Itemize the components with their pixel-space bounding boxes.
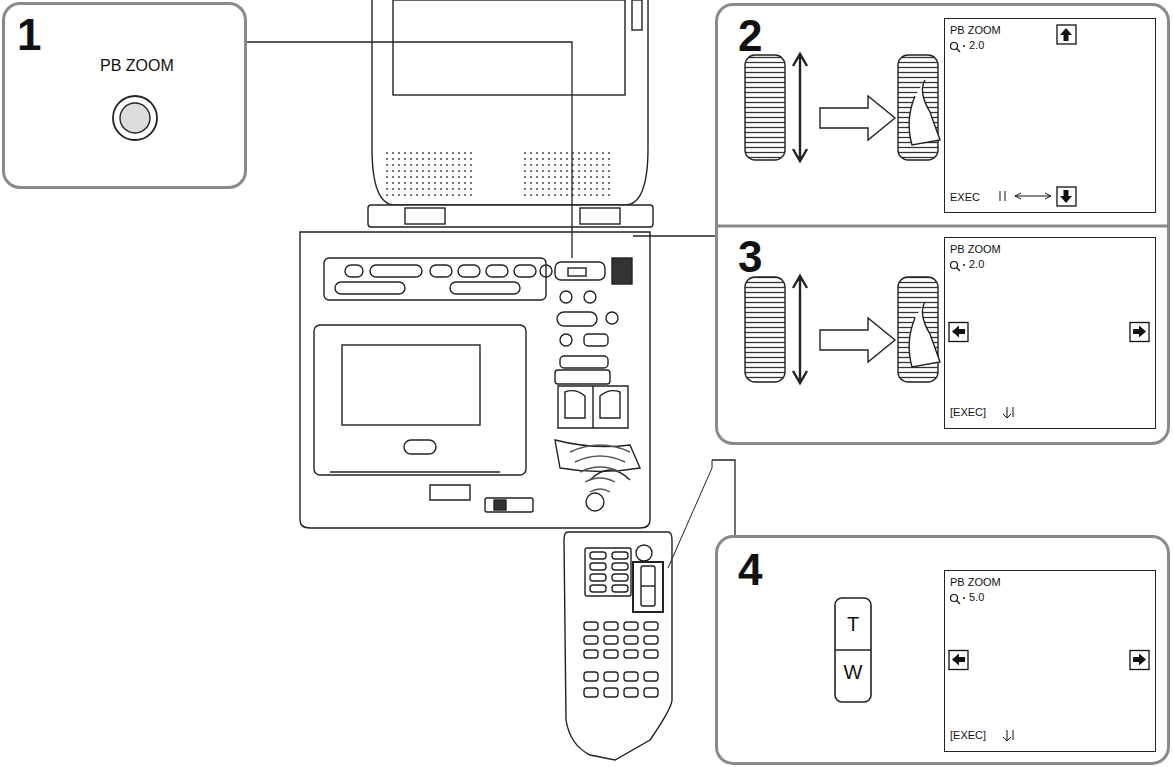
step-number: 1: [17, 11, 41, 59]
zoom-value: 2.0: [969, 39, 984, 51]
screen-text: PB ZOOM: [950, 24, 1001, 36]
zoom-value: 2.0: [969, 258, 984, 270]
screen-text: PB ZOOM: [950, 576, 1001, 588]
step-number: 4: [738, 546, 762, 594]
screen-text: [EXEC]: [950, 729, 986, 741]
screen-text: [EXEC]: [950, 406, 986, 418]
screen-text: EXEC: [950, 191, 980, 203]
screen-display: PB ZOOM 2.0EXEC: [944, 18, 1156, 213]
zoom-value: 5.0: [969, 591, 984, 603]
step-number: 2: [738, 12, 762, 60]
step-number: 3: [738, 233, 762, 281]
screen-text: PB ZOOM: [950, 243, 1001, 255]
step-panel: 4 PB ZOOM 5.0 [EXEC]: [715, 535, 1170, 765]
step-panel: 1 PB ZOOM: [2, 2, 247, 189]
step-panel: 3 PB ZOOM 2.0 [EXEC]: [715, 225, 1170, 445]
screen-display: PB ZOOM 5.0 [EXEC]: [944, 570, 1156, 752]
screen-text: PB ZOOM: [100, 57, 174, 75]
step-panel: 2 PB ZOOM 2.0EXEC: [715, 3, 1170, 228]
zoom-lever-label: W: [844, 662, 863, 682]
screen-display: PB ZOOM 2.0 [EXEC]: [944, 237, 1156, 429]
zoom-lever-label: T: [847, 614, 859, 634]
